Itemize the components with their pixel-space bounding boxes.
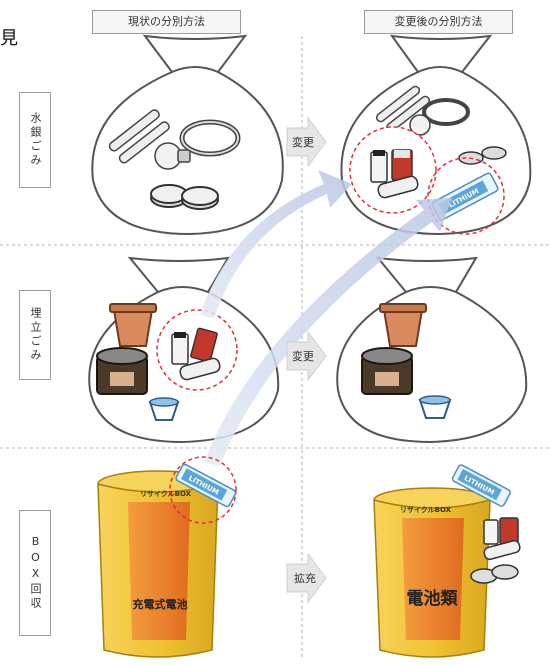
change-arrow-row1: 変更 (286, 116, 327, 168)
bag-landfill-current (88, 256, 280, 444)
highlight-circle (427, 157, 505, 235)
charcoal-stove-icon (96, 347, 148, 395)
ring-lamp-icon (179, 119, 241, 157)
row-label-box-collection: BOX回収 (19, 510, 51, 636)
change-label: 変更 (292, 135, 314, 149)
corner-character: 見 (0, 28, 18, 49)
rechargeable-battery-text: 充電式電池 (133, 597, 188, 611)
recycle-box-label: リサイクルBOX (140, 489, 192, 498)
change-label: 変更 (292, 349, 314, 363)
charcoal-stove-icon (361, 347, 413, 395)
button-battery-icon (470, 564, 519, 584)
flower-pot-icon (379, 303, 427, 347)
expand-label: 拡充 (294, 571, 316, 585)
ring-lamp-icon (422, 98, 470, 126)
lithium-battery-icon: LITHIUM (431, 172, 499, 221)
recycle-bin-changed: リサイクルBOX 電池類 LITHIUM (373, 464, 521, 658)
bag-mercury-changed: LITHIUM (340, 34, 532, 236)
flow-arrows (200, 170, 452, 466)
batteries-icon (483, 517, 521, 561)
highlight-circle (169, 456, 237, 524)
header-current-method: 現状の分別方法 (92, 10, 241, 34)
row-label-landfill-waste: 埋立ごみ (19, 290, 51, 380)
flow-arrow-box-to-mercury (204, 198, 452, 466)
change-arrow-row2: 変更 (286, 330, 327, 382)
cup-icon (418, 395, 452, 419)
change-arrow-row3: 拡充 (286, 552, 327, 604)
batteries-icon (171, 327, 221, 381)
batteries-text: 電池類 (407, 588, 459, 609)
bag-landfill-changed (336, 256, 528, 444)
light-bulb-icon (154, 142, 191, 170)
cup-icon (148, 397, 180, 421)
flow-arrow-landfill-to-mercury (200, 170, 352, 318)
light-bulb-icon (409, 114, 431, 136)
button-battery-icon (150, 184, 219, 210)
batteries-icon (370, 149, 419, 199)
lithium-battery-icon: LITHIUM (175, 463, 237, 508)
fluorescent-tube-icon (108, 109, 170, 164)
bag-mercury-current (91, 34, 284, 236)
flower-pot-icon (109, 303, 157, 347)
row-label-mercury-waste: 水銀ごみ (19, 92, 51, 188)
recycle-bin-current: リサイクルBOX 充電式電池 LITHIUM (97, 456, 237, 658)
fluorescent-tube-icon (375, 85, 431, 133)
recycle-box-label: リサイクルBOX (400, 505, 452, 514)
header-changed-method: 変更後の分別方法 (364, 10, 513, 34)
